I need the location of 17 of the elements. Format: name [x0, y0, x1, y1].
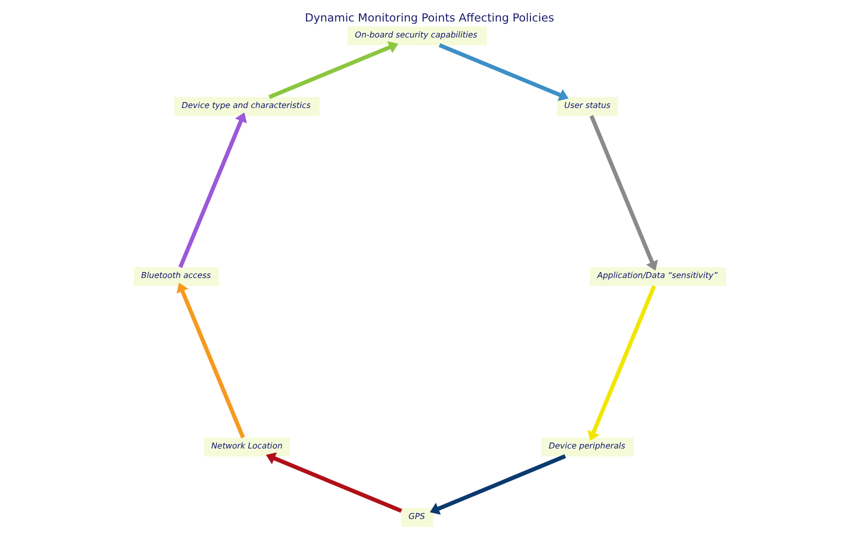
arrow	[589, 115, 658, 271]
arrow	[178, 112, 246, 268]
arrow	[438, 43, 568, 101]
node-box: User status	[556, 96, 618, 116]
node-box: Device peripherals	[540, 438, 634, 456]
node-box: On-board security capabilities	[347, 26, 486, 46]
arrow	[587, 285, 656, 441]
node-box: Application/Data “sensitivity”	[589, 267, 726, 286]
node-box: Network Location	[203, 438, 290, 456]
node-box: Bluetooth access	[133, 267, 219, 286]
diagram-title: Dynamic Monitoring Points Affecting Policies	[304, 11, 554, 24]
arrow	[176, 282, 244, 438]
arrow	[265, 452, 402, 513]
node-box: GPS	[400, 508, 433, 527]
arrow	[268, 41, 398, 100]
node-box: Device type and characteristics	[174, 96, 320, 116]
arrow	[429, 454, 566, 515]
